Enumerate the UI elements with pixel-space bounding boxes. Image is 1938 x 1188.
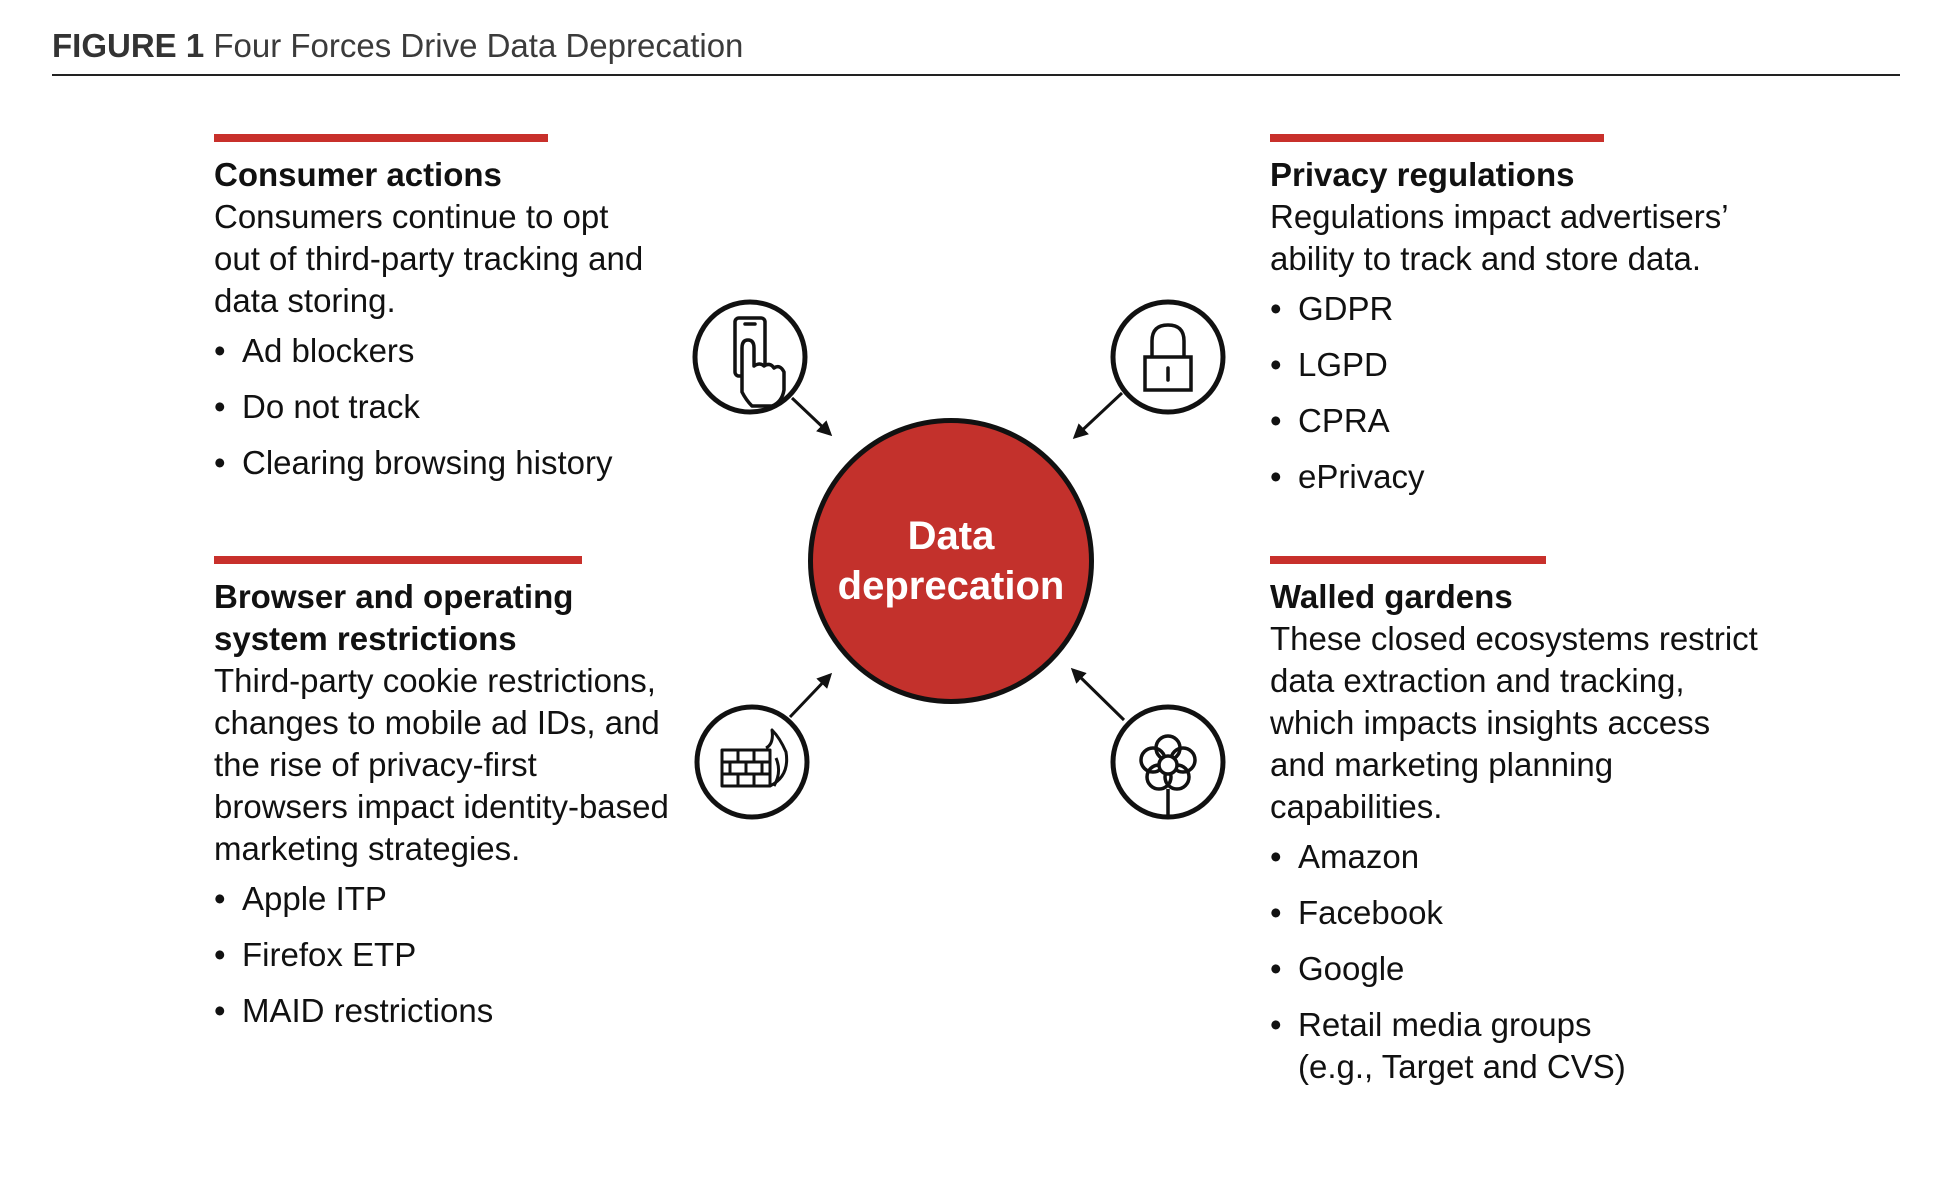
bullet-list: GDPR LGPD CPRA ePrivacy: [1270, 288, 1800, 498]
bullet-item: LGPD: [1270, 344, 1800, 386]
bullet-item: GDPR: [1270, 288, 1800, 330]
bullet-list: Amazon Facebook Google Retail media grou…: [1270, 836, 1800, 1088]
bullet-list: Apple ITP Firefox ETP MAID restrictions: [214, 878, 684, 1032]
bullet-list: Ad blockers Do not track Clearing browsi…: [214, 330, 684, 484]
bullet-item-line: (e.g., Target and CVS): [1298, 1048, 1626, 1085]
block-title: Browser and operating system restriction…: [214, 578, 574, 657]
center-label-line2: deprecation: [837, 564, 1065, 608]
block-description: Regulations impact advertisers’ ability …: [1270, 198, 1728, 277]
figure-label: FIGURE 1: [52, 27, 205, 64]
bullet-item: Google: [1270, 948, 1800, 990]
bullet-item: Clearing browsing history: [214, 442, 684, 484]
center-node: Data deprecation: [808, 418, 1094, 704]
bullet-item: Ad blockers: [214, 330, 684, 372]
block-description: Third-party cookie restrictions, changes…: [214, 662, 669, 867]
block-description: Consumers continue to opt out of third-p…: [214, 198, 644, 319]
accent-bar: [214, 134, 548, 142]
block-description: These closed ecosystems restrict data ex…: [1270, 620, 1758, 825]
privacy-regulations-block: Privacy regulations Regulations impact a…: [1270, 134, 1800, 512]
block-title: Privacy regulations: [1270, 156, 1575, 193]
bullet-item-line: Retail media groups: [1298, 1006, 1592, 1043]
bullet-item: Firefox ETP: [214, 934, 684, 976]
accent-bar: [214, 556, 582, 564]
bullet-item: Facebook: [1270, 892, 1800, 934]
block-title: Consumer actions: [214, 156, 502, 193]
consumer-actions-block: Consumer actions Consumers continue to o…: [214, 134, 684, 498]
bullet-item: MAID restrictions: [214, 990, 684, 1032]
bullet-item: Retail media groups (e.g., Target and CV…: [1270, 1004, 1800, 1088]
firewall-icon: [694, 704, 810, 820]
bullet-item: Do not track: [214, 386, 684, 428]
arrow-browser: [788, 672, 833, 719]
walled-gardens-block: Walled gardens These closed ecosystems r…: [1270, 556, 1800, 1102]
bullet-item: ePrivacy: [1270, 456, 1800, 498]
arrow-privacy: [1072, 391, 1124, 440]
block-title: Walled gardens: [1270, 578, 1513, 615]
arrow-walled: [1070, 667, 1126, 722]
bullet-item: Apple ITP: [214, 878, 684, 920]
figure-title: Four Forces Drive Data Deprecation: [213, 27, 744, 64]
padlock-icon: [1110, 299, 1226, 415]
browser-restrictions-block: Browser and operating system restriction…: [214, 556, 684, 1046]
accent-bar: [1270, 134, 1604, 142]
flower-icon: [1110, 704, 1226, 820]
accent-bar: [1270, 556, 1546, 564]
figure-header: FIGURE 1 Four Forces Drive Data Deprecat…: [52, 26, 1900, 76]
center-label-line1: Data: [907, 514, 995, 558]
touch-phone-icon: [692, 299, 808, 415]
bullet-item: CPRA: [1270, 400, 1800, 442]
bullet-item: Amazon: [1270, 836, 1800, 878]
arrow-consumer: [790, 396, 833, 437]
